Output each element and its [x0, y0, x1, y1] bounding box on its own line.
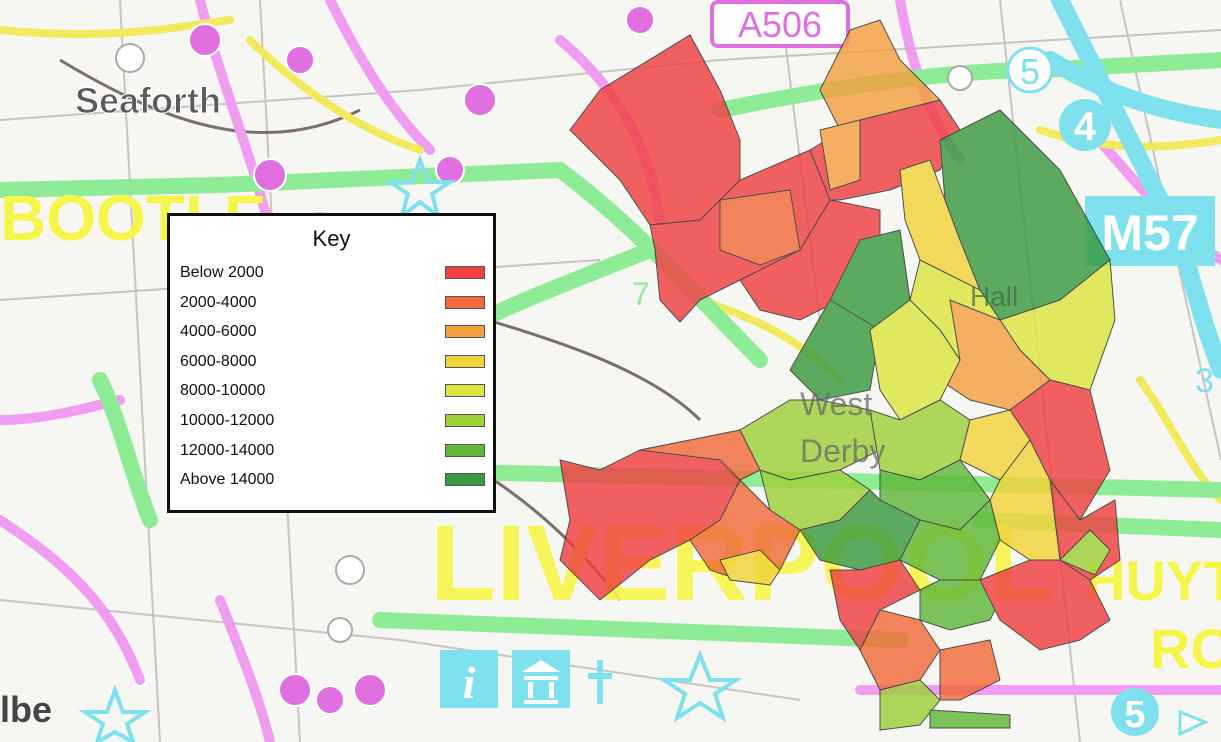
legend-item-label: 12000-14000: [180, 441, 275, 459]
junction-nodes: [188, 5, 655, 715]
legend-swatch: [445, 295, 485, 309]
museum-icon: [522, 660, 560, 704]
legend-item-label: Below 2000: [180, 264, 264, 281]
region: [899, 499, 1001, 581]
choropleth-regions: [559, 19, 1121, 731]
attraction-star-icon: [657, 649, 743, 723]
legend-item-label: 4000-6000: [180, 323, 257, 341]
road-label-m57: M57: [1101, 205, 1198, 261]
legend-swatch: [445, 354, 485, 368]
region: [829, 559, 921, 651]
region: [869, 299, 961, 421]
region: [939, 639, 1001, 701]
region: [789, 299, 881, 401]
place-label-hall: Hall: [970, 281, 1018, 312]
legend-item: 8000-10000: [180, 380, 485, 402]
region: [719, 549, 781, 586]
legend-swatch: [445, 266, 485, 279]
legend-swatch: [445, 443, 485, 457]
legend-swatch: [445, 473, 485, 487]
legend-item: 12000-14000: [180, 440, 485, 462]
place-label-seaforth: Seaforth: [75, 80, 221, 121]
attraction-star-icon-south: [78, 684, 152, 742]
legend-item-label: 2000-4000: [180, 293, 257, 311]
road-label-a506: A506: [738, 4, 822, 45]
legend-item-label: 10000-12000: [180, 412, 275, 429]
poi-icons: i: [78, 154, 1209, 742]
region: [639, 429, 761, 481]
region: [719, 189, 801, 266]
place-label-lbe: lbe: [0, 689, 52, 730]
legend-title: Key: [312, 226, 351, 251]
attraction-star-icon-north: [383, 154, 457, 222]
legend-item: 4000-6000: [180, 321, 485, 343]
legend-item-label: 6000-8000: [180, 352, 257, 370]
white-roundabouts: [115, 43, 973, 643]
region: [989, 439, 1061, 561]
legend-item-label: 8000-10000: [180, 382, 266, 400]
legend-swatch: [445, 325, 485, 339]
legend-item: 2000-4000: [180, 292, 485, 314]
road-label-3-right: 3: [1195, 362, 1214, 400]
junction-5-top-label: 5: [1020, 51, 1040, 92]
flag-icon: [1178, 709, 1209, 737]
info-icon: i: [463, 657, 476, 708]
legend-item-label: Above 14000: [180, 471, 275, 489]
church-icon: [588, 660, 612, 704]
legend-item: 6000-8000: [180, 351, 485, 373]
place-label-huyton-line2: RO: [1150, 617, 1221, 680]
road-label-7: 7: [632, 276, 650, 312]
legend-swatch: [445, 414, 485, 427]
region: [929, 709, 1011, 729]
region: [1059, 529, 1111, 576]
junction-4-label: 4: [1074, 105, 1097, 149]
legend-item: 10000-12000: [180, 410, 485, 432]
road-shields: A506 M57 4 5 5 3 3 7: [195, 0, 1215, 736]
region: [819, 119, 861, 191]
junction-5-bottom-label: 5: [1124, 694, 1145, 736]
legend-swatch: [445, 384, 485, 398]
region: [979, 559, 1111, 651]
legend-item: Below 2000: [180, 262, 485, 284]
place-label-derby: Derby: [800, 433, 885, 469]
region: [689, 479, 801, 581]
legend-item: Above 14000: [180, 469, 485, 491]
legend: Key Below 2000 2000-4000 4000-6000 6000-800…: [167, 213, 496, 513]
place-label-west: West: [800, 386, 872, 422]
